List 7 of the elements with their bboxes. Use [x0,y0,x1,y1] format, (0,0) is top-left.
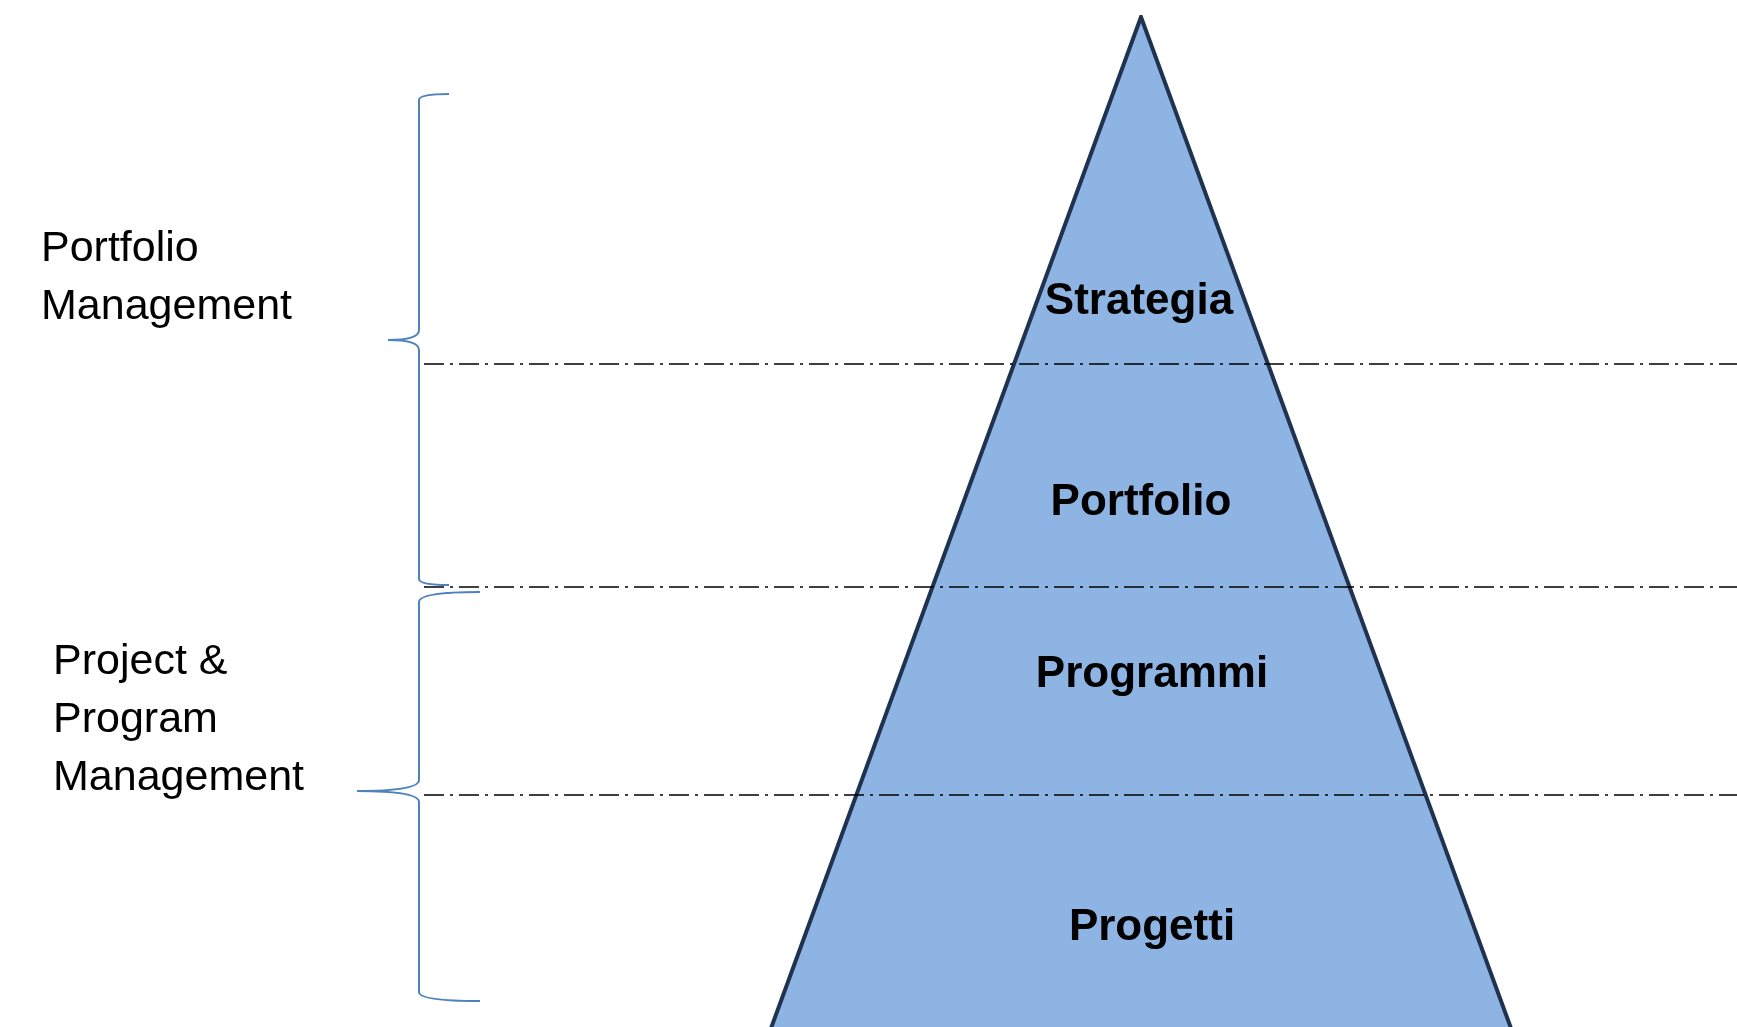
level-label: Programmi [1035,647,1269,697]
bracket-label: Portfolio Management [41,221,293,330]
pyramid-shape [768,15,1514,1027]
level-label: Strategia [1044,274,1234,324]
level-label: Portfolio [1050,475,1232,525]
level-label: Progetti [1068,900,1236,950]
bracket-label: Project & Program Management [53,634,305,801]
